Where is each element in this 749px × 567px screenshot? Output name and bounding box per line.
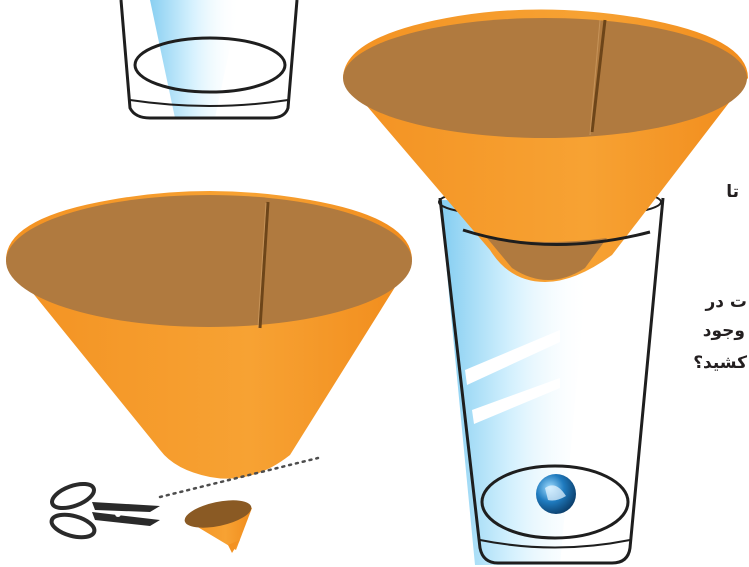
globe-sphere-icon [536,474,576,514]
text-line-2: ت در [705,292,747,312]
tall-glass-with-funnel [343,9,748,565]
text-line-3: وجود [703,321,745,341]
text-line-4: کشید؟ [693,353,747,373]
cone-tip-piece [182,495,254,553]
cut-cone [6,191,412,479]
scissors-icon [49,479,160,541]
text-line-1: تا [726,182,739,202]
small-glass [121,0,297,118]
